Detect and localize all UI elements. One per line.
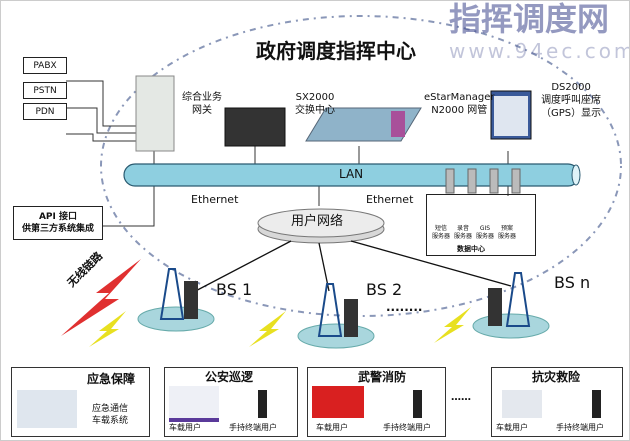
api-line1: API 接口: [38, 212, 78, 222]
handheld-radio-icon: [592, 390, 601, 418]
api-box: API 接口 供第三方系统集成: [13, 206, 103, 240]
lightning-icon: [89, 311, 126, 347]
ethernet-right-label: Ethernet: [366, 193, 414, 206]
pstn-box: PSTN: [23, 82, 67, 99]
lan-label: LAN: [339, 167, 364, 181]
vehicle-user-label: 车载用户: [169, 423, 201, 432]
command-center-boundary: [100, 15, 622, 317]
server-label: 短信服务器: [431, 225, 450, 240]
pabx-line: [66, 80, 136, 127]
ethernet-left-label: Ethernet: [191, 193, 239, 206]
group-title: 抗灾救险: [532, 370, 581, 384]
group-dots: ……: [451, 392, 471, 403]
handheld-user-label: 手持终端用户: [229, 423, 277, 432]
nms-label-line2: N2000 网管: [431, 105, 488, 116]
api-line2: 供第三方系统集成: [21, 224, 94, 234]
handheld-user-label: 手持终端用户: [383, 423, 431, 432]
bs-2-station: [297, 283, 375, 349]
bs-1-station: [137, 268, 215, 332]
fire-truck-image: [312, 386, 364, 418]
group-emergency: 应急保障 应急通信车载系统: [11, 367, 150, 437]
user-network-label: 用户网络: [291, 214, 344, 229]
lightning-icon: [434, 307, 471, 343]
console-label-line2: 调度呼叫座席: [541, 95, 602, 106]
server-label: 录音服务器: [453, 225, 472, 240]
lan-bus-end: [571, 164, 581, 186]
switch-device: [224, 107, 286, 147]
vehicle-user-label: 车载用户: [316, 423, 348, 432]
server-icon: [511, 168, 521, 194]
lightning-icon: [61, 259, 141, 336]
rescue-vehicle-image: [502, 390, 542, 418]
pdn-line: [66, 133, 136, 142]
switch-label-line2: 交换中心: [295, 105, 335, 116]
pdn-box: PDN: [23, 103, 67, 120]
console-label: DS2000 调度呼叫座席 （GPS）显示: [541, 81, 601, 120]
watermark-url: www.94ec.com: [449, 39, 630, 63]
group-title: 应急保障: [87, 372, 136, 386]
handheld-radio-icon: [413, 390, 422, 418]
pabx-box: PABX: [23, 57, 67, 74]
api-line: [101, 186, 155, 227]
emergency-vehicle-image: [17, 390, 77, 428]
user-network-disk: [257, 208, 385, 238]
pstn-line: [66, 107, 136, 134]
group-title: 公安巡逻: [205, 370, 254, 384]
watermark-text: 指挥调度网: [449, 0, 610, 38]
bs-2-label: BS 2: [366, 280, 403, 299]
switch-label-line1: SX2000: [295, 92, 335, 103]
bs-1-label: BS 1: [216, 280, 253, 299]
console-screen: [494, 96, 528, 136]
group-title: 武警消防: [358, 370, 407, 384]
group-rescue: 抗灾救险 车载用户 手持终端用户: [491, 367, 623, 437]
gateway-device: [135, 75, 175, 152]
server-icon: [467, 168, 477, 194]
bs-dots: ........: [386, 300, 423, 314]
bs-n-station: [472, 272, 550, 339]
server-icon: [445, 168, 455, 194]
lightning-icon: [249, 311, 286, 347]
bs-n-label: BS n: [554, 273, 591, 292]
handheld-user-label: 手持终端用户: [556, 423, 604, 432]
page-title: 政府调度指挥中心: [256, 39, 416, 63]
console-label-line1: DS2000: [551, 82, 591, 93]
bs-n-link: [350, 240, 512, 287]
server-label: 预案服务器: [497, 225, 516, 240]
nms-server: [391, 111, 405, 137]
patrol-car-image: [169, 386, 219, 422]
handheld-radio-icon: [258, 390, 267, 418]
server-icon: [489, 168, 499, 194]
vehicle-user-label: 车载用户: [496, 423, 528, 432]
data-center-label: 数据中心: [457, 245, 485, 253]
gateway-label: 综合业务网关: [182, 91, 222, 117]
console-label-line3: （GPS）显示: [541, 108, 602, 119]
gateway-label-line1: 综合业务: [182, 92, 222, 103]
nms-label-line1: eStarManager: [424, 92, 495, 103]
group-fire: 武警消防 车载用户 手持终端用户: [307, 367, 446, 437]
gateway-label-line2: 网关: [192, 105, 212, 116]
group-sub: 应急通信车载系统: [92, 404, 129, 426]
group-police: 公安巡逻 车载用户 手持终端用户: [164, 367, 298, 437]
bs-1-link: [185, 240, 292, 297]
switch-label: SX2000 交换中心: [295, 91, 335, 117]
